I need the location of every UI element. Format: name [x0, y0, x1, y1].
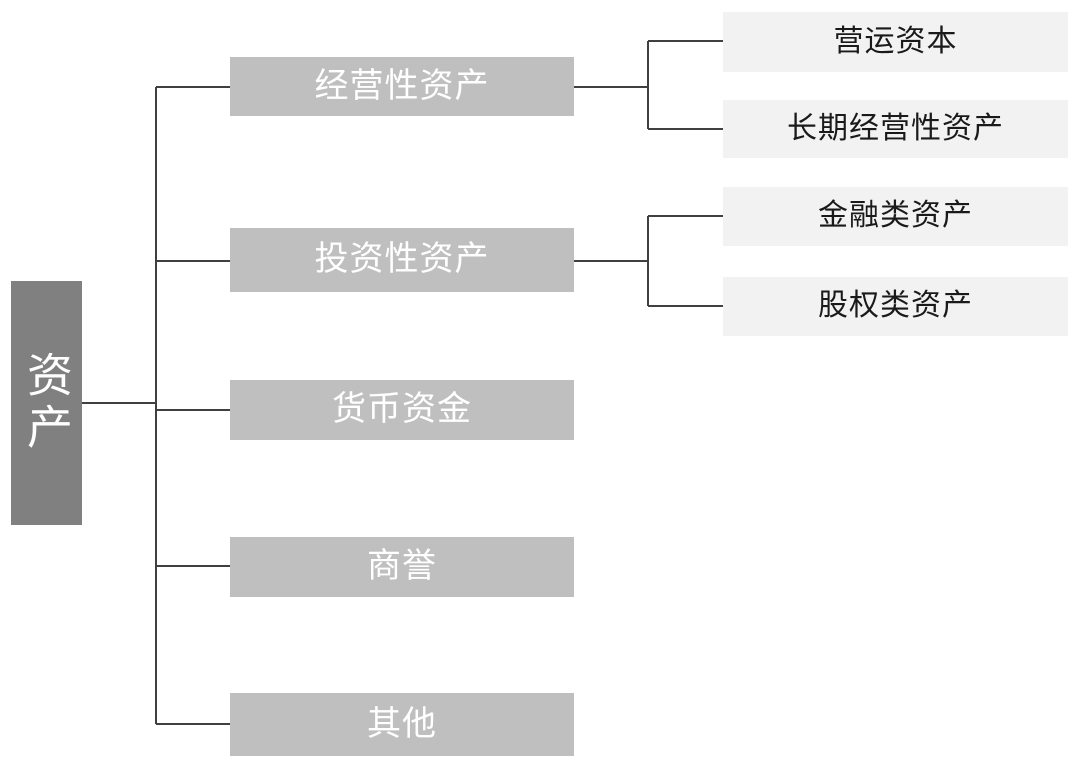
node-l2-label: 其他	[367, 703, 437, 744]
node-l2-operating-assets[interactable]: 经营性资产	[230, 57, 574, 116]
node-l2-goodwill[interactable]: 商誉	[230, 537, 574, 597]
node-l2-monetary-funds[interactable]: 货币资金	[230, 380, 574, 440]
node-l3-financial-assets[interactable]: 金融类资产	[723, 187, 1068, 246]
node-l2-label: 商誉	[367, 546, 437, 587]
node-l3-label: 金融类资产	[818, 198, 973, 234]
node-l3-label: 股权类资产	[818, 288, 973, 324]
node-l2-investment-assets[interactable]: 投资性资产	[230, 228, 574, 292]
node-l3-equity-assets[interactable]: 股权类资产	[723, 277, 1068, 336]
node-l3-label: 长期经营性资产	[787, 110, 1004, 146]
node-l2-label: 经营性资产	[314, 65, 490, 106]
node-l2-label: 货币资金	[332, 389, 472, 430]
node-l3-label: 营运资本	[833, 23, 958, 59]
node-l3-long-term-operating-assets[interactable]: 长期经营性资产	[723, 100, 1068, 158]
node-l2-other[interactable]: 其他	[230, 693, 574, 756]
node-root-asset[interactable]: 资产	[11, 281, 82, 525]
node-l2-label: 投资性资产	[314, 239, 490, 280]
node-l3-working-capital[interactable]: 营运资本	[723, 12, 1068, 72]
node-root-label: 资产	[19, 351, 74, 455]
